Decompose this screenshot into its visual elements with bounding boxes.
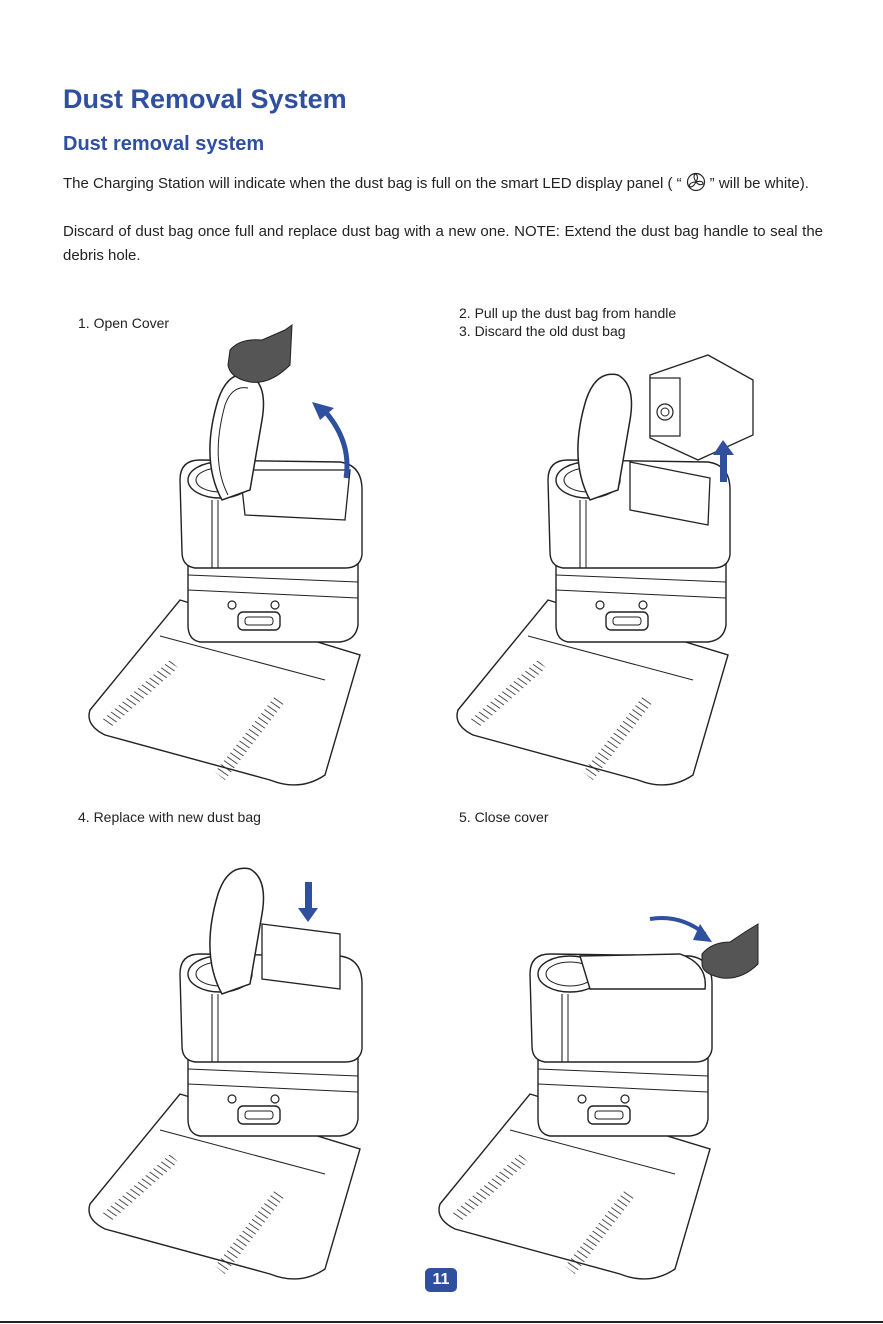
- bottom-rule: [0, 1321, 883, 1323]
- step4-illustration: [88, 867, 363, 1280]
- dust-bag-fan-icon: [686, 172, 705, 192]
- step5-label: 5. Close cover: [459, 809, 549, 825]
- step2-illustration: [456, 354, 754, 786]
- indicator-paragraph: The Charging Station will indicate when …: [63, 172, 823, 196]
- step2-label: 2. Pull up the dust bag from handle: [459, 305, 677, 321]
- section-title: Dust removal system: [63, 133, 265, 155]
- step1-label: 1. Open Cover: [78, 315, 170, 331]
- indicator-text-start: The Charging Station will indicate when …: [63, 175, 682, 192]
- step3-label: 3. Discard the old dust bag: [459, 323, 626, 339]
- step5-illustration: [438, 916, 759, 1280]
- page-number: 11: [425, 1268, 457, 1292]
- indicator-text-end: ” will be white).: [709, 175, 809, 192]
- discard-paragraph: Discard of dust bag once full and replac…: [63, 223, 823, 264]
- step4-label: 4. Replace with new dust bag: [78, 809, 261, 825]
- page-title: Dust Removal System: [63, 84, 347, 114]
